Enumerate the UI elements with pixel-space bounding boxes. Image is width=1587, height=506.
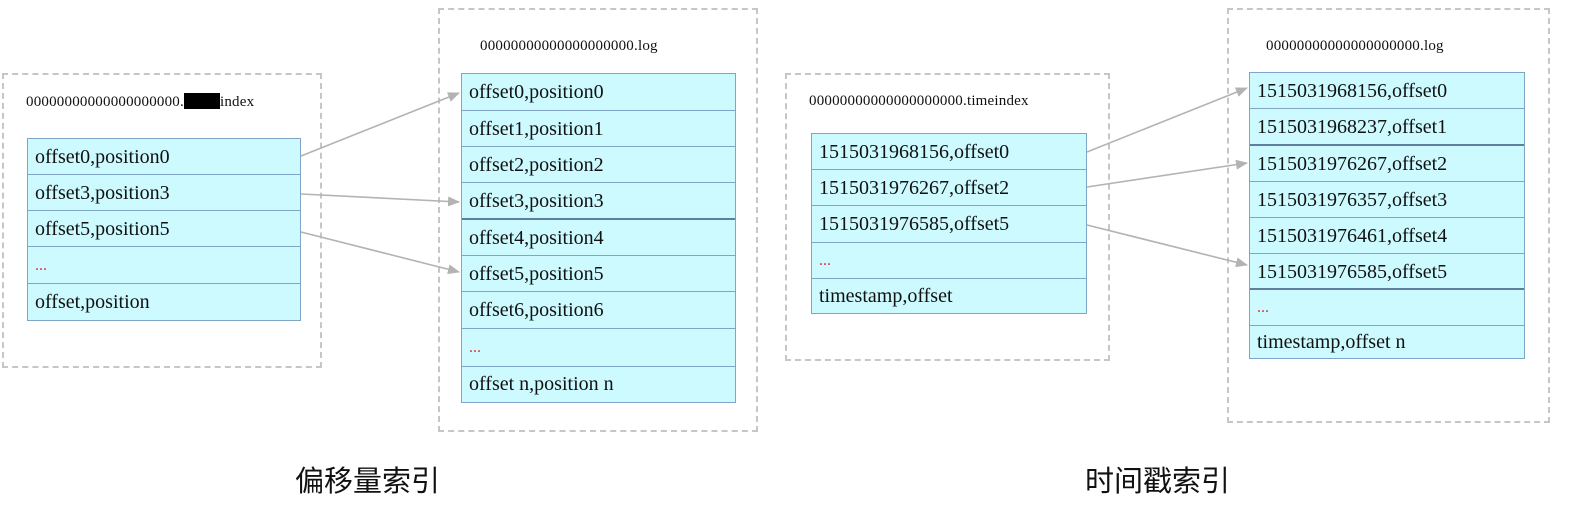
log-row: offset3,position3: [462, 183, 735, 220]
time-log-row: 1515031968237,offset1: [1250, 109, 1524, 146]
time-log-file-panel: 00000000000000000000.log: [1227, 8, 1550, 423]
caption-offset-index: 偏移量索引: [295, 464, 441, 498]
timeindex-file-panel: 00000000000000000000.timeindex: [785, 73, 1110, 361]
log-row: offset1,position1: [462, 111, 735, 147]
index-file-name: 00000000000000000000.index: [26, 93, 255, 110]
time-log-file-table: 1515031968156,offset0 1515031968237,offs…: [1249, 72, 1525, 359]
index-row-ellipsis: ...: [28, 247, 300, 284]
redacted-block: [183, 93, 220, 109]
log-row: offset2,position2: [462, 147, 735, 183]
time-log-row: timestamp,offset n: [1250, 326, 1524, 358]
time-log-row: 1515031968156,offset0: [1250, 73, 1524, 109]
arrow-offset5: [300, 231, 460, 275]
time-log-file-name: 00000000000000000000.log: [1266, 38, 1444, 54]
time-log-row: 1515031976585,offset5: [1250, 254, 1524, 290]
log-row: offset4,position4: [462, 220, 735, 256]
arrow-offset3: [300, 193, 460, 207]
timeindex-file-name: 00000000000000000000.timeindex: [809, 93, 1029, 109]
timeindex-row: timestamp,offset: [812, 279, 1086, 313]
log-row: offset5,position5: [462, 256, 735, 292]
index-file-table: offset0,position0 offset3,position3 offs…: [27, 138, 301, 321]
log-row: offset n,position n: [462, 367, 735, 402]
log-row: offset0,position0: [462, 74, 735, 111]
timeindex-row: 1515031976585,offset5: [812, 206, 1086, 243]
log-row: offset6,position6: [462, 292, 735, 329]
timeindex-row: 1515031976267,offset2: [812, 170, 1086, 206]
timeindex-file-table: 1515031968156,offset0 1515031976267,offs…: [811, 133, 1087, 314]
log-file-table: offset0,position0 offset1,position1 offs…: [461, 73, 736, 403]
index-row: offset3,position3: [28, 175, 300, 211]
index-row: offset5,position5: [28, 211, 300, 247]
timeindex-row-ellipsis: ...: [812, 243, 1086, 279]
time-log-row: 1515031976461,offset4: [1250, 218, 1524, 254]
index-file-panel: 00000000000000000000.index: [2, 73, 322, 368]
log-file-name: 00000000000000000000.log: [480, 38, 658, 54]
log-file-panel: 00000000000000000000.log: [438, 8, 758, 432]
time-log-row-ellipsis: ...: [1250, 290, 1524, 326]
timeindex-row: 1515031968156,offset0: [812, 134, 1086, 170]
arrow-offset0: [300, 92, 460, 157]
arrow-time-offset0: [1086, 87, 1248, 153]
arrow-time-offset5: [1086, 224, 1248, 268]
time-log-row: 1515031976267,offset2: [1250, 146, 1524, 182]
index-row: offset0,position0: [28, 139, 300, 175]
caption-time-index: 时间戳索引: [1085, 464, 1231, 498]
log-row-ellipsis: ...: [462, 329, 735, 367]
arrow-time-offset2: [1086, 159, 1248, 188]
time-log-row: 1515031976357,offset3: [1250, 182, 1524, 218]
index-row: offset,position: [28, 284, 300, 320]
